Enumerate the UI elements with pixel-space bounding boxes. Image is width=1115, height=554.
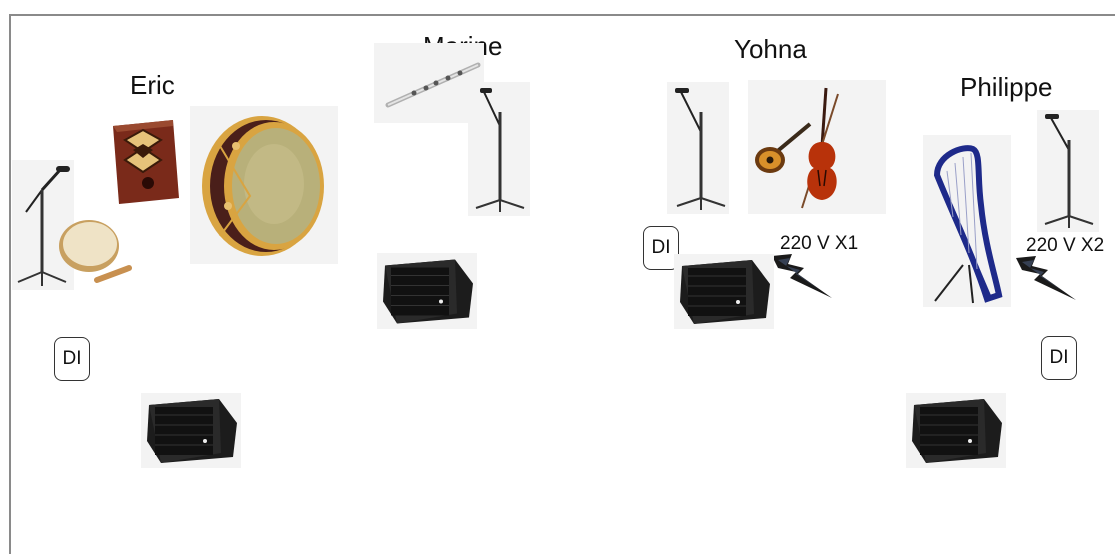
flute-icon — [374, 43, 484, 123]
monitor-speaker-icon — [141, 393, 241, 468]
mic-stand-icon — [468, 82, 530, 216]
power-label-philippe: 220 V X2 — [1026, 235, 1105, 256]
monitor-speaker-icon — [674, 254, 774, 329]
di-box-philippe: DI — [1041, 336, 1077, 380]
lightning-bolt-icon — [770, 250, 834, 300]
frame-drum-icon — [55, 212, 135, 290]
mic-stand-icon — [12, 160, 74, 290]
bass-drum-icon — [190, 106, 338, 264]
mandolin-violin-icon — [748, 80, 886, 214]
musician-name-eric: Eric — [130, 70, 175, 100]
monitor-speaker-icon — [377, 253, 477, 329]
cajon-icon — [103, 118, 181, 206]
di-box-yohna: DI — [643, 226, 679, 270]
mic-stand-icon — [667, 82, 729, 214]
monitor-speaker-icon — [906, 393, 1006, 468]
harp-icon — [923, 135, 1011, 307]
di-box-eric: DI — [54, 337, 90, 381]
musician-name-yohna: Yohna — [734, 34, 807, 64]
mic-stand-icon — [1037, 110, 1099, 232]
lightning-bolt-icon — [1014, 252, 1078, 302]
stage-plot-frame — [9, 14, 1115, 554]
power-label-yohna: 220 V X1 — [780, 233, 859, 254]
musician-name-philippe: Philippe — [960, 72, 1053, 102]
